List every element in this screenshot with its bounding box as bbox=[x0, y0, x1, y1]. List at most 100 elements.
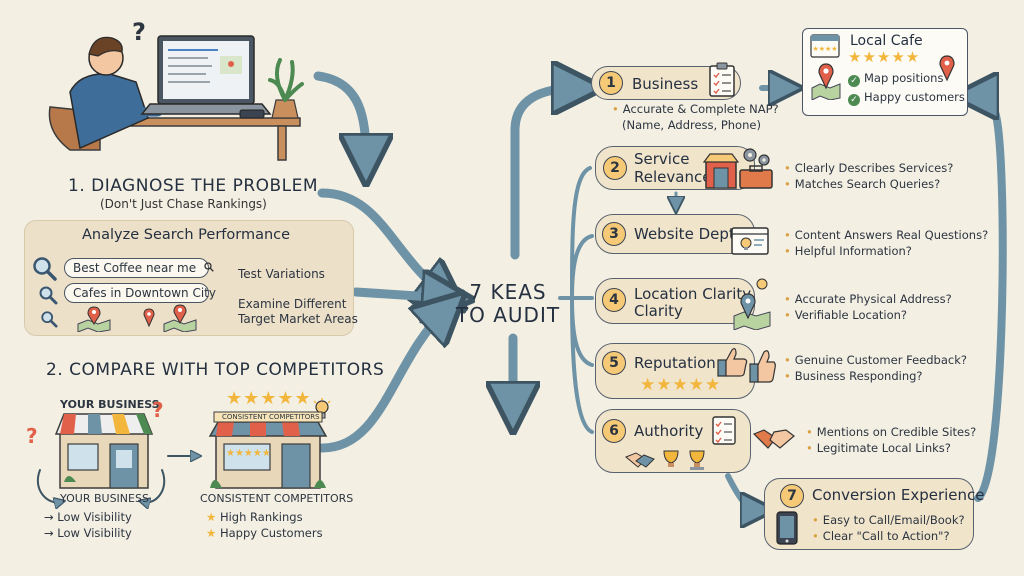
your-business-sign: YOUR BUSINESS bbox=[60, 398, 160, 411]
your-business-label: YOUR BUSINESS bbox=[60, 492, 149, 505]
competitor-point-1-text: High Rankings bbox=[219, 510, 303, 524]
centre-line-1: 7 KEAS bbox=[469, 280, 547, 304]
svg-text:★★★★: ★★★★ bbox=[812, 45, 837, 53]
item-title-location-line1: Location Clarity bbox=[634, 285, 752, 303]
location-map-icon bbox=[733, 278, 771, 330]
clipboard-icon bbox=[709, 62, 735, 97]
item-6-bullet-1: •Mentions on Credible Sites? bbox=[806, 424, 976, 440]
item-7-bullet-2-text: Clear "Call to Action"? bbox=[822, 529, 950, 543]
item-2-bullet-1: •Clearly Describes Services? bbox=[784, 160, 953, 176]
item-7-bullet-1-text: Easy to Call/Email/Book? bbox=[822, 513, 965, 527]
person-at-laptop-illustration bbox=[48, 35, 304, 161]
arrow-glyph: → bbox=[44, 526, 54, 540]
item-title-service-line1: Service bbox=[634, 150, 690, 168]
bullet-dot: • bbox=[784, 308, 791, 322]
arrow-cycle-right bbox=[144, 469, 166, 502]
item-4-bullet-1: •Accurate Physical Address? bbox=[784, 291, 952, 307]
local-cafe-point-2: ✓ Happy customers bbox=[848, 89, 965, 106]
local-cafe-title: Local Cafe bbox=[850, 33, 923, 49]
search-icon bbox=[204, 262, 214, 272]
bullet-dot: • bbox=[784, 177, 791, 191]
toolbox-gears-icon bbox=[702, 148, 773, 189]
item-4-bullet-1-text: Accurate Physical Address? bbox=[794, 292, 952, 306]
search-query-1: Best Coffee near me bbox=[64, 258, 214, 278]
item-6-bullet-1-text: Mentions on Credible Sites? bbox=[816, 425, 977, 439]
item-2-bullet-1-text: Clearly Describes Services? bbox=[794, 161, 954, 175]
item-title-location-line2: Clarity bbox=[634, 302, 683, 320]
centre-line-2: TO AUDIT bbox=[455, 303, 561, 327]
map-pin-icon bbox=[77, 306, 111, 332]
item-6-bullet-2: •Legitimate Local Links? bbox=[806, 440, 951, 456]
magnifier-icon bbox=[33, 257, 57, 281]
item-number-4: 4 bbox=[602, 288, 626, 312]
item-7-bullet-2: •Clear "Call to Action"? bbox=[812, 528, 950, 544]
competitor-label: CONSISTENT COMPETITORS bbox=[200, 492, 354, 505]
magnifier-icon bbox=[39, 286, 58, 305]
your-business-storefront bbox=[54, 413, 154, 489]
competitor-point-1: ★ High Rankings bbox=[206, 509, 323, 525]
map-pin-icon bbox=[939, 55, 955, 82]
item-1-bullet-1-text: Accurate & Complete NAP? bbox=[622, 102, 779, 116]
item-2-bullet-2-text: Matches Search Queries? bbox=[794, 177, 941, 191]
magnifier-icon bbox=[41, 311, 58, 328]
item-number-1: 1 bbox=[599, 71, 623, 95]
local-cafe-point-2-text: Happy customers bbox=[864, 90, 965, 104]
item-number-5: 5 bbox=[602, 351, 626, 375]
bullet-dot: • bbox=[784, 369, 791, 383]
item-5-bullet-2: •Business Responding? bbox=[784, 368, 923, 384]
item-number-3: 3 bbox=[602, 222, 626, 246]
map-pin-icon bbox=[811, 63, 841, 100]
bullet-dot: • bbox=[812, 529, 819, 543]
item-title-reputation: Reputation bbox=[634, 354, 716, 372]
competitor-rating-stars: ★★★★★ bbox=[226, 388, 312, 409]
test-variations-note: Test Variations bbox=[238, 267, 325, 281]
analyze-title: Analyze Search Performance bbox=[82, 227, 291, 243]
examine-areas-note-line1: Examine Different bbox=[238, 297, 347, 311]
bullet-dot: • bbox=[784, 353, 791, 367]
local-cafe-stars: ★★★★★ bbox=[848, 48, 921, 66]
item-number-2: 2 bbox=[603, 156, 627, 180]
centre-label: 7 KEAS TO AUDIT bbox=[448, 281, 568, 327]
item-7-bullet-1: •Easy to Call/Email/Book? bbox=[812, 512, 965, 528]
item-title-service-line2: Relevance bbox=[634, 168, 712, 186]
bullet-dot: • bbox=[784, 228, 791, 242]
item-4-bullet-2-text: Verifiable Location? bbox=[794, 308, 908, 322]
map-pin-icon bbox=[163, 304, 197, 332]
bullet-dot: • bbox=[784, 292, 791, 306]
item-title-authority: Authority bbox=[634, 422, 704, 440]
local-cafe-point-1: ✓ Map positions bbox=[848, 70, 943, 87]
item-6-bullet-2-text: Legitimate Local Links? bbox=[816, 441, 951, 455]
local-cafe-point-1-text: Map positions bbox=[864, 71, 944, 85]
competitor-points: ★ High Rankings ★ Happy Customers bbox=[206, 509, 323, 541]
search-query-1-text: Best Coffee near me bbox=[73, 261, 197, 275]
item-3-bullet-1: •Content Answers Real Questions? bbox=[784, 227, 988, 243]
arrow-analyze-to-centre bbox=[351, 292, 448, 298]
your-business-points: → Low Visibility → Low Visibility bbox=[44, 509, 132, 541]
search-query-2: Cafes in Downtown City bbox=[64, 283, 216, 303]
competitor-sign: CONSISTENT COMPETITORS bbox=[222, 413, 320, 421]
diagnose-subtitle: (Don't Just Chase Rankings) bbox=[100, 197, 267, 211]
star-glyph: ★ bbox=[206, 510, 217, 524]
arrow-glyph: → bbox=[44, 510, 54, 524]
analyze-search-panel bbox=[24, 220, 354, 336]
check-icon: ✓ bbox=[848, 75, 860, 87]
check-icon: ✓ bbox=[848, 94, 860, 106]
arrow-laptop-to-diagnose bbox=[313, 71, 366, 160]
competitor-window-stars: ★★★★★ bbox=[226, 448, 271, 459]
bullet-dot: • bbox=[806, 441, 813, 455]
your-point-1: → Low Visibility bbox=[44, 509, 132, 525]
reputation-stars: ★★★★★ bbox=[640, 375, 722, 395]
item-title-conversion: Conversion Experience bbox=[812, 486, 985, 504]
arrow-centre-branch bbox=[558, 166, 594, 434]
thumbs-up-icon bbox=[717, 348, 776, 383]
item-3-bullet-2: •Helpful Information? bbox=[784, 243, 912, 259]
checklist-icon bbox=[712, 416, 736, 445]
diagnose-title: 1. DIAGNOSE THE PROBLEM bbox=[68, 176, 319, 196]
item-number-7: 7 bbox=[780, 484, 804, 508]
handshake-trophy-icon bbox=[625, 450, 705, 470]
item-1-bullet-2: (Name, Address, Phone) bbox=[622, 118, 761, 132]
arrow-conversion-to-card bbox=[975, 96, 1007, 502]
your-point-1-text: Low Visibility bbox=[57, 510, 132, 524]
rating-card-icon: ★★★★ bbox=[810, 34, 840, 58]
browser-idea-icon bbox=[731, 227, 769, 255]
